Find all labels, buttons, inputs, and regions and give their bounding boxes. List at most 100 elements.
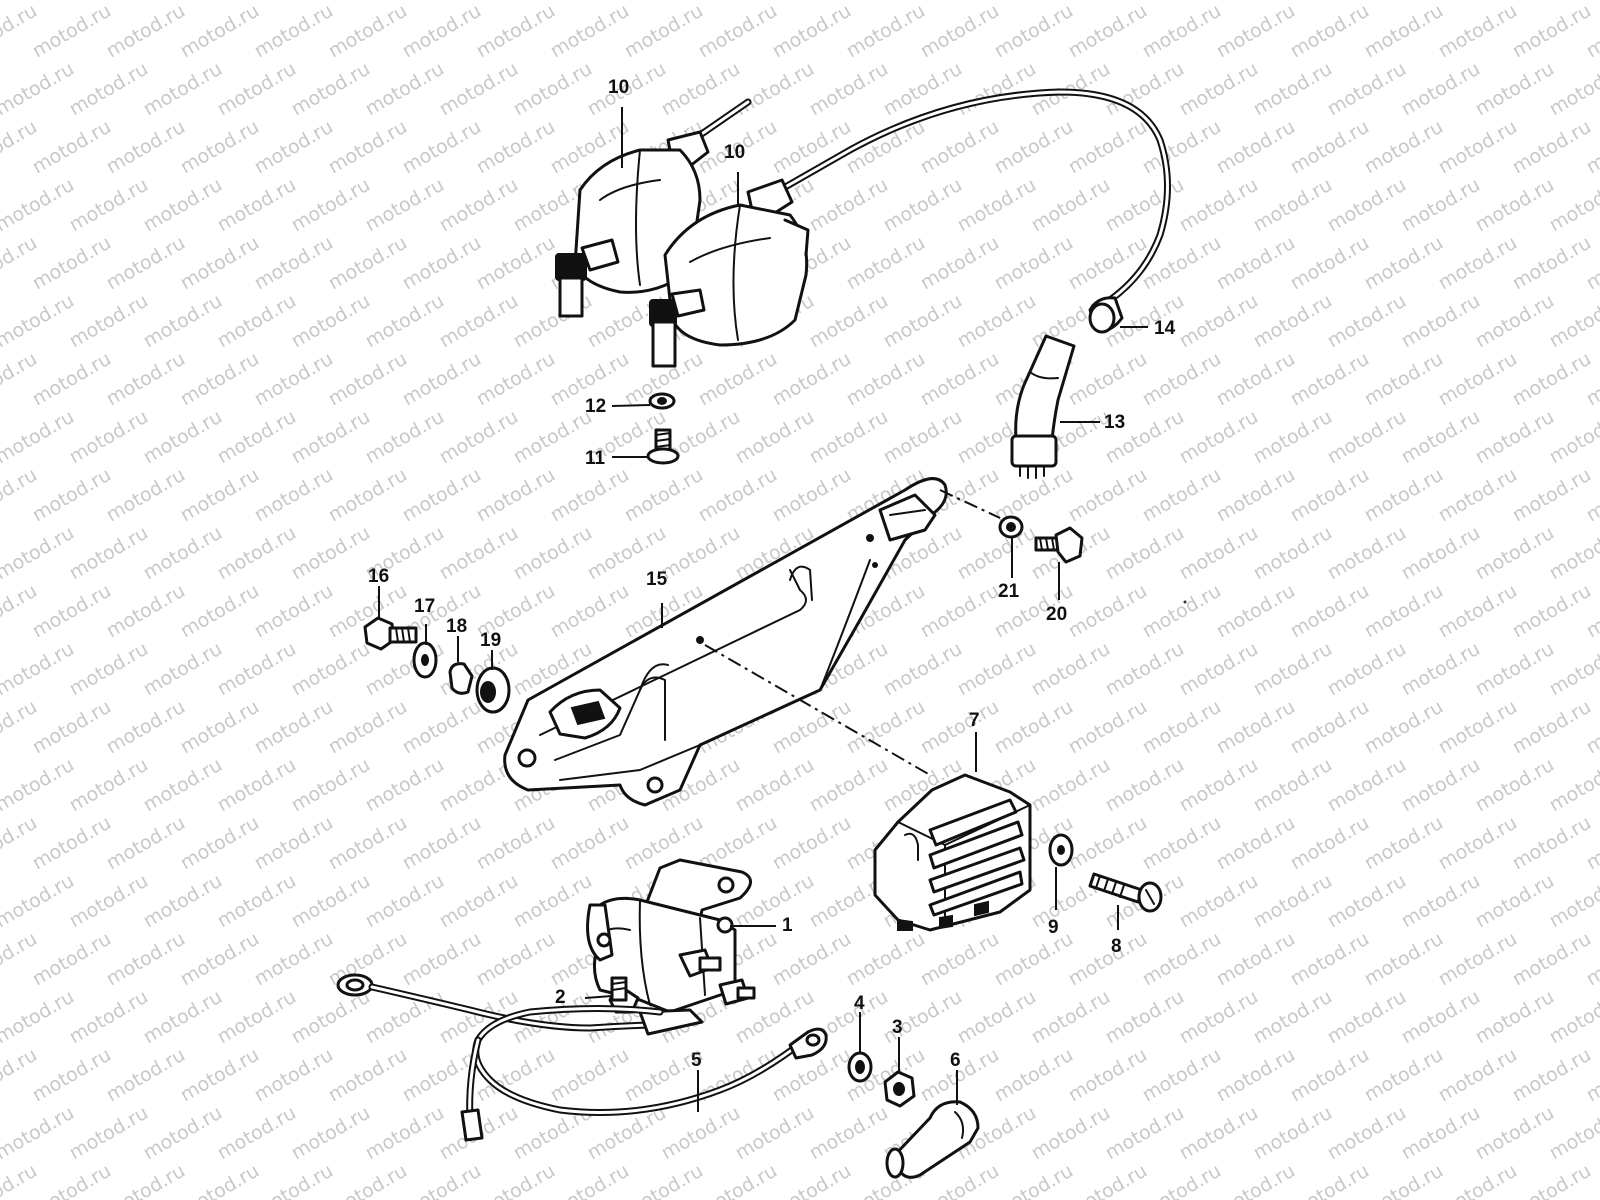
- regulator-7[interactable]: [873, 773, 1032, 932]
- battery-cable-5[interactable]: [336, 973, 828, 1142]
- watermark-text: motod.ru: [1398, 986, 1484, 1049]
- watermark-text: motod.ru: [103, 464, 189, 527]
- watermark-text: motod.ru: [214, 522, 300, 585]
- collar-18[interactable]: [448, 662, 474, 695]
- callout-20: 20: [1046, 604, 1067, 625]
- watermark-text: motod.ru: [991, 1160, 1077, 1200]
- watermark-text: motod.ru: [621, 464, 707, 527]
- watermark-text: motod.ru: [214, 638, 300, 701]
- watermark-text: motod.ru: [251, 464, 337, 527]
- watermark-text: motod.ru: [66, 638, 152, 701]
- watermark-text: motod.ru: [732, 58, 818, 121]
- watermark-text: motod.ru: [177, 348, 263, 411]
- watermark-text: motod.ru: [436, 522, 522, 585]
- watermark-text: motod.ru: [1139, 1160, 1225, 1200]
- watermark-text: motod.ru: [1250, 0, 1336, 4]
- watermark-text: motod.ru: [473, 0, 559, 62]
- watermark-text: motod.ru: [917, 580, 1003, 643]
- watermark-text: motod.ru: [658, 0, 744, 4]
- watermark-text: motod.ru: [103, 0, 189, 62]
- watermark-text: motod.ru: [362, 1102, 448, 1165]
- watermark-text: motod.ru: [325, 348, 411, 411]
- watermark-text: motod.ru: [1287, 0, 1373, 62]
- watermark-text: motod.ru: [473, 232, 559, 295]
- watermark-text: motod.ru: [1287, 464, 1373, 527]
- bolt-20[interactable]: [1034, 526, 1084, 564]
- watermark-text: motod.ru: [66, 1102, 152, 1165]
- watermark-text: motod.ru: [1250, 1102, 1336, 1165]
- watermark-text: motod.ru: [399, 696, 485, 759]
- watermark-text: motod.ru: [1546, 754, 1600, 817]
- watermark-text: motod.ru: [1472, 58, 1558, 121]
- washer-9[interactable]: [1048, 833, 1074, 867]
- watermark-text: motod.ru: [1250, 870, 1336, 933]
- watermark-text: motod.ru: [1102, 754, 1188, 817]
- watermark-text: motod.ru: [991, 696, 1077, 759]
- watermark-text: motod.ru: [732, 406, 818, 469]
- spark-plug-cap-13[interactable]: [1010, 334, 1076, 479]
- watermark-text: motod.ru: [954, 638, 1040, 701]
- watermark-text: motod.ru: [1435, 928, 1521, 991]
- watermark-text: motod.ru: [29, 580, 115, 643]
- watermark-text: motod.ru: [214, 174, 300, 237]
- watermark-text: motod.ru: [1139, 0, 1225, 62]
- washer-17[interactable]: [412, 641, 438, 679]
- bolt-16[interactable]: [363, 616, 418, 651]
- watermark-text: motod.ru: [1065, 580, 1151, 643]
- watermark-text: motod.ru: [954, 58, 1040, 121]
- watermark-text: motod.ru: [1509, 696, 1595, 759]
- screw-2[interactable]: [610, 976, 628, 1002]
- washer-12[interactable]: [648, 392, 676, 410]
- callout-12: 12: [585, 396, 606, 417]
- watermark-text: motod.ru: [1065, 1160, 1151, 1200]
- callout-14: 14: [1154, 318, 1176, 339]
- ignition-coil-front[interactable]: [649, 88, 1171, 368]
- watermark-text: motod.ru: [214, 0, 300, 4]
- watermark-text: motod.ru: [473, 348, 559, 411]
- washer-4[interactable]: [847, 1051, 873, 1083]
- watermark-text: motod.ru: [1361, 928, 1447, 991]
- watermark-text: motod.ru: [177, 232, 263, 295]
- watermark-text: motod.ru: [1361, 0, 1447, 62]
- nut-3[interactable]: [883, 1070, 916, 1108]
- screw-8[interactable]: [1088, 872, 1163, 913]
- watermark-text: motod.ru: [1398, 58, 1484, 121]
- watermark-text: motod.ru: [362, 174, 448, 237]
- watermark-text: motod.ru: [1324, 290, 1410, 353]
- watermark-text: motod.ru: [621, 0, 707, 62]
- watermark-text: motod.ru: [177, 812, 263, 875]
- watermark-text: motod.ru: [954, 522, 1040, 585]
- watermark-text: motod.ru: [1176, 870, 1262, 933]
- watermark-text: motod.ru: [1435, 1160, 1521, 1200]
- watermark-text: motod.ru: [140, 870, 226, 933]
- terminal-cover-6[interactable]: [885, 1100, 980, 1179]
- watermark-text: motod.ru: [1287, 580, 1373, 643]
- grommet-19[interactable]: [475, 666, 511, 714]
- watermark-text: motod.ru: [695, 348, 781, 411]
- mounting-bracket-15[interactable]: [503, 477, 948, 807]
- watermark-text: motod.ru: [1028, 174, 1114, 237]
- washer-21[interactable]: [998, 515, 1024, 539]
- watermark-text: motod.ru: [325, 464, 411, 527]
- watermark-text: motod.ru: [917, 696, 1003, 759]
- assembly-line-bracket-regulator: [704, 644, 931, 776]
- watermark-text: motod.ru: [0, 290, 78, 353]
- watermark-text: motod.ru: [769, 0, 855, 62]
- watermark-text: motod.ru: [1065, 696, 1151, 759]
- watermark-text: motod.ru: [732, 0, 818, 4]
- watermark-text: motod.ru: [288, 754, 374, 817]
- callout-4: 4: [854, 993, 865, 1014]
- starter-relay-1[interactable]: [586, 858, 756, 1014]
- watermark-text: motod.ru: [140, 986, 226, 1049]
- watermark-text: motod.ru: [1102, 522, 1188, 585]
- watermark-text: motod.ru: [880, 638, 966, 701]
- cap-14[interactable]: [1088, 296, 1124, 334]
- watermark-text: motod.ru: [991, 1044, 1077, 1107]
- watermark-text: motod.ru: [103, 928, 189, 991]
- watermark-text: motod.ru: [1472, 522, 1558, 585]
- watermark-text: motod.ru: [769, 464, 855, 527]
- watermark-text: motod.ru: [214, 1102, 300, 1165]
- watermark-text: motod.ru: [1102, 638, 1188, 701]
- watermark-text: motod.ru: [954, 290, 1040, 353]
- watermark-text: motod.ru: [177, 696, 263, 759]
